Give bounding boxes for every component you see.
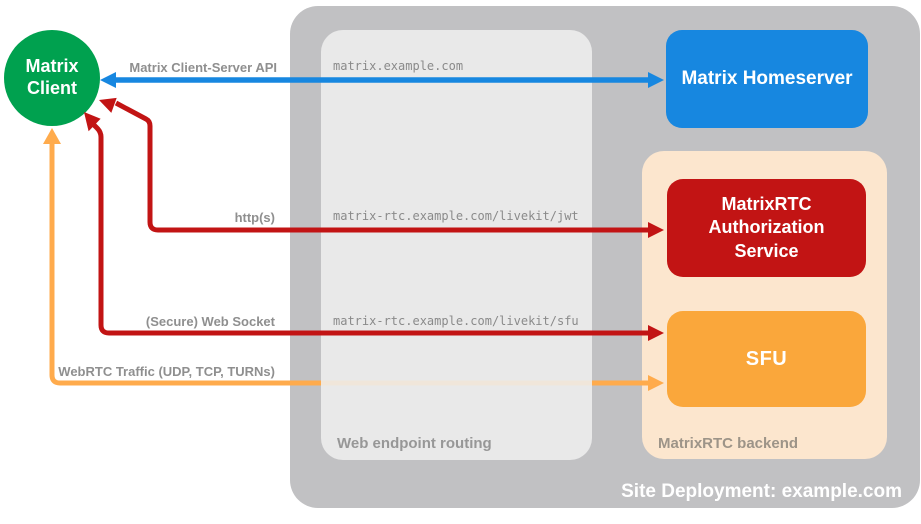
web-endpoint-routing-box: Web endpoint routing xyxy=(321,30,592,460)
matrixrtc-authorization-service-node: MatrixRTC Authorization Service xyxy=(667,179,866,277)
matrix-homeserver-node: Matrix Homeserver xyxy=(666,30,868,128)
client-server-api-label: Matrix Client-Server API xyxy=(129,60,277,75)
endpoint-livekit-sfu: matrix-rtc.example.com/livekit/sfu xyxy=(333,314,579,328)
webrtc-arrowhead-to-client-icon xyxy=(43,128,61,144)
matrixrtc-backend-label: MatrixRTC backend xyxy=(658,435,799,452)
sfu-node: SFU xyxy=(667,311,866,407)
endpoint-livekit-jwt: matrix-rtc.example.com/livekit/jwt xyxy=(333,209,579,223)
endpoint-matrix-example-com: matrix.example.com xyxy=(333,59,464,73)
matrix-client-node: Matrix Client xyxy=(4,30,100,126)
site-deployment-title: Site Deployment: example.com xyxy=(621,481,902,502)
webrtc-traffic-label: WebRTC Traffic (UDP, TCP, TURNs) xyxy=(58,364,275,379)
https-label: http(s) xyxy=(234,210,275,225)
https-arrowhead-to-client-icon xyxy=(99,97,117,113)
websocket-label: (Secure) Web Socket xyxy=(145,314,275,329)
web-endpoint-routing-label: Web endpoint routing xyxy=(337,435,492,452)
websocket-arrowhead-to-client-icon xyxy=(84,112,101,132)
